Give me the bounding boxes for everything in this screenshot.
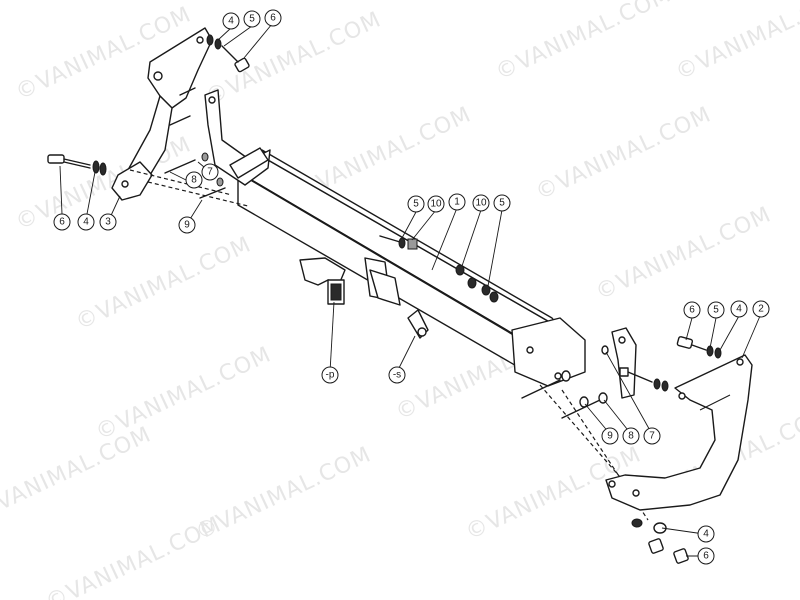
callout-4: 4 bbox=[222, 12, 240, 30]
crossbar-tube bbox=[237, 149, 561, 376]
callout-8: 8 bbox=[622, 427, 640, 445]
svg-text:2: 2 bbox=[758, 304, 764, 315]
svg-text:6: 6 bbox=[689, 305, 695, 316]
callout-3: 3 bbox=[99, 213, 117, 231]
alignment-line bbox=[129, 169, 233, 196]
svg-text:1: 1 bbox=[454, 197, 460, 208]
left-side-plate bbox=[204, 89, 271, 186]
watermark: ©VANIMAL.COM bbox=[92, 342, 275, 445]
callout-6: 6 bbox=[53, 213, 71, 231]
svg-text:4: 4 bbox=[228, 16, 234, 27]
callout-s: -s bbox=[388, 366, 406, 384]
callout-10: 10 bbox=[472, 194, 490, 212]
bolt-6-top bbox=[206, 34, 250, 73]
watermark: ©VANIMAL.COM bbox=[532, 102, 715, 205]
svg-text:10: 10 bbox=[430, 199, 442, 210]
svg-text:7: 7 bbox=[207, 167, 213, 178]
callout-10: 10 bbox=[427, 195, 445, 213]
right-bracket-2 bbox=[605, 354, 753, 511]
watermark: ©VANIMAL.COM bbox=[72, 232, 255, 335]
callout-2: 2 bbox=[752, 300, 770, 318]
right-fasteners bbox=[521, 345, 669, 419]
svg-text:8: 8 bbox=[628, 431, 634, 442]
callout-7: 7 bbox=[643, 427, 661, 445]
callout-9: 9 bbox=[601, 427, 619, 445]
callout-p: -p bbox=[321, 366, 339, 384]
svg-text:-s: -s bbox=[393, 370, 401, 381]
bolt-6-left bbox=[47, 154, 107, 176]
watermark: ©VANIMAL.COM bbox=[492, 0, 675, 85]
svg-text:3: 3 bbox=[105, 217, 111, 228]
watermark: ©VANIMAL.COM bbox=[592, 202, 775, 305]
svg-text:7: 7 bbox=[649, 431, 655, 442]
callout-5: 5 bbox=[493, 194, 511, 212]
watermark: ©VANIMAL.COM bbox=[0, 422, 155, 525]
tow-ball-mount bbox=[364, 257, 401, 306]
svg-text:5: 5 bbox=[713, 305, 719, 316]
svg-text:6: 6 bbox=[270, 13, 276, 24]
svg-text:9: 9 bbox=[184, 220, 190, 231]
svg-text:6: 6 bbox=[59, 217, 65, 228]
callout-7: 7 bbox=[201, 163, 219, 181]
callout-4: 4 bbox=[697, 525, 715, 543]
alignment-line bbox=[147, 181, 249, 207]
leader-lines bbox=[59, 23, 761, 557]
right-end-plate bbox=[511, 317, 586, 387]
left-bracket-upper bbox=[127, 27, 213, 181]
mid-fasteners bbox=[379, 235, 499, 303]
safety-loop-s bbox=[407, 309, 429, 339]
callout-9: 9 bbox=[178, 216, 196, 234]
small-bolts-left bbox=[164, 87, 226, 199]
svg-text:8: 8 bbox=[191, 175, 197, 186]
svg-text:5: 5 bbox=[249, 14, 255, 25]
svg-text:9: 9 bbox=[607, 431, 613, 442]
callout-8: 8 bbox=[185, 171, 203, 189]
callout-1: 1 bbox=[448, 193, 466, 211]
socket-plate bbox=[299, 257, 346, 305]
callout-6: 6 bbox=[264, 9, 282, 27]
svg-text:10: 10 bbox=[475, 198, 487, 209]
callout-5: 5 bbox=[707, 301, 725, 319]
callout-4: 4 bbox=[77, 213, 95, 231]
svg-text:-p: -p bbox=[326, 370, 335, 381]
callout-6: 6 bbox=[697, 547, 715, 565]
bolts-bottom bbox=[631, 518, 689, 564]
callout-4: 4 bbox=[730, 300, 748, 318]
watermark: ©VANIMAL.COM bbox=[672, 0, 800, 85]
bolt-6-right bbox=[676, 336, 722, 359]
callout-5: 5 bbox=[243, 10, 261, 28]
callout-5: 5 bbox=[407, 195, 425, 213]
svg-text:4: 4 bbox=[736, 304, 742, 315]
watermark: ©VANIMAL.COM bbox=[42, 512, 225, 600]
svg-text:5: 5 bbox=[413, 199, 419, 210]
svg-text:6: 6 bbox=[703, 551, 709, 562]
svg-text:5: 5 bbox=[499, 198, 505, 209]
left-bracket-3 bbox=[111, 161, 153, 201]
svg-text:4: 4 bbox=[83, 217, 89, 228]
right-side-plate bbox=[611, 327, 637, 399]
svg-text:4: 4 bbox=[703, 529, 709, 540]
callout-6: 6 bbox=[683, 301, 701, 319]
